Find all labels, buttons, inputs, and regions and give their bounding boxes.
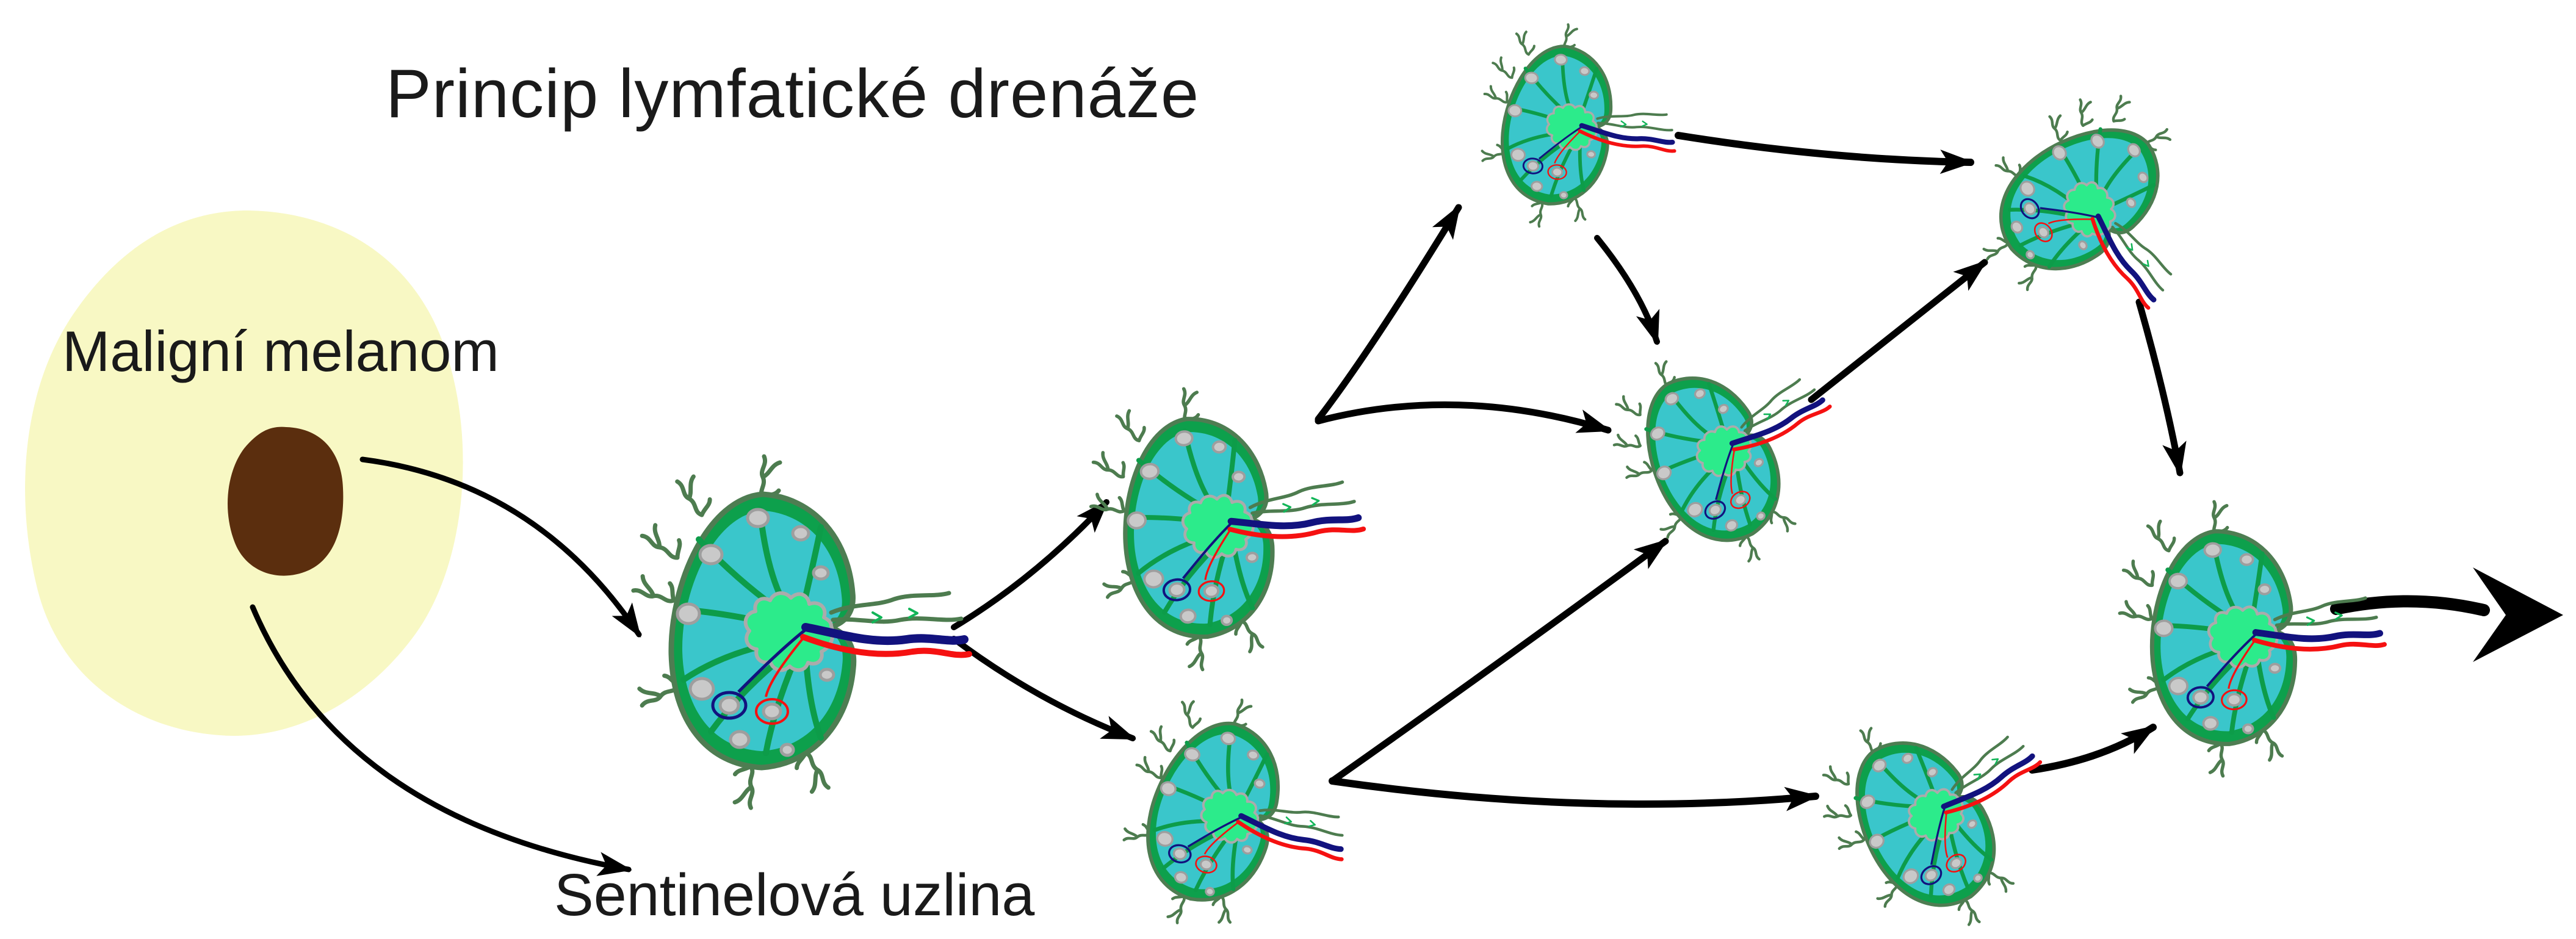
arrow-node4-to-node6 [1675,132,1974,174]
arrow-node3-to-node7 [1329,777,1819,811]
lymph-node-sentinel [633,456,969,808]
lymph-node-node5 [1584,298,1878,596]
lymph-node-node7 [1791,657,2096,939]
arrow-node8-exit-head [2473,567,2563,662]
lymph-node-node6 [1941,64,2246,367]
lymph-node-node4 [1471,16,1686,240]
arrow-melanoma-to-sentinel [250,604,632,876]
arrow-node5-to-node6 [1808,259,1988,403]
arrow-sentinel-to-node2 [951,499,1109,630]
melanoma-spot [228,426,344,576]
arrow-melanoma-to-sentinel [359,456,642,638]
arrow-node6-to-node8 [2135,298,2187,477]
melanoma-label: Maligní melanom [62,319,499,383]
arrow-node2-to-node5 [1315,401,1612,434]
arrow-node3-to-node5 [1329,538,1669,785]
lymph-node-node8 [2112,491,2393,783]
drainage-arrows [250,132,2563,876]
arrow-node2-to-node4 [1315,204,1462,423]
arrow-node7-to-node8 [2029,724,2157,774]
sentinel-node-label: Sentinelová uzlina [554,862,1034,928]
diagram-title: Princip lymfatické drenáže [386,56,1199,132]
lymph-node-node3 [1102,679,1373,939]
arrow-node8-exit-shaft [2330,595,2490,616]
arrow-node4-to-node5 [1594,235,1660,345]
arrow-sentinel-to-node3 [951,636,1136,741]
